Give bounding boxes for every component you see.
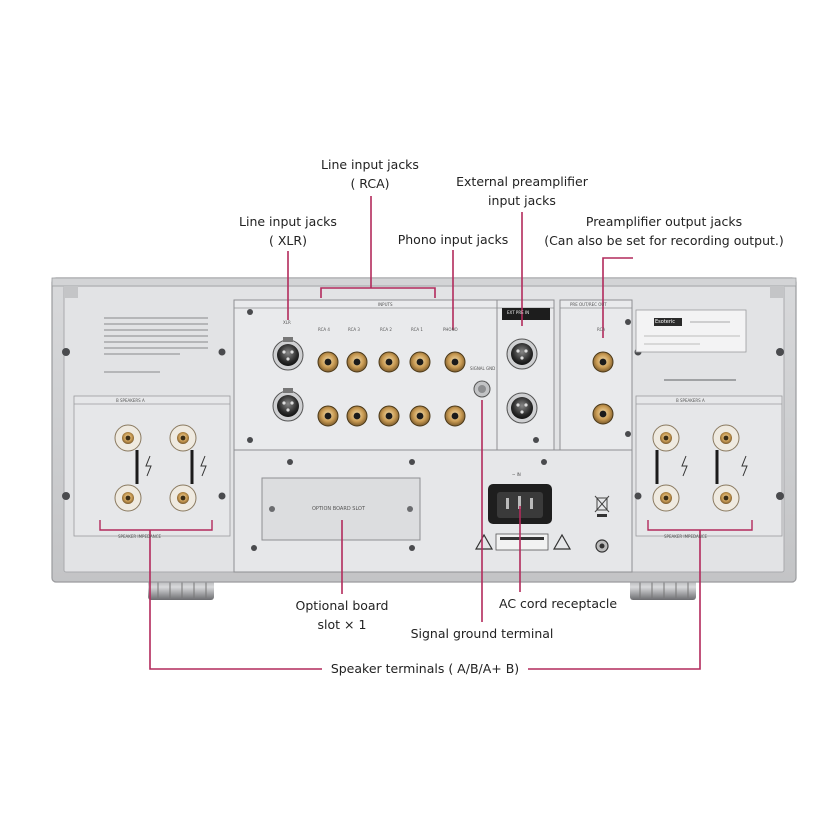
label-line-input-xlr-line1: Line input jacks	[239, 214, 337, 229]
panel-text-option-slot: OPTION BOARD SLOT	[312, 506, 366, 512]
panel-text-pre-out: PRE OUT/REC OUT	[570, 302, 607, 307]
panel-text-rca2: RCA 2	[380, 327, 392, 332]
ext-pre-xlr-r[interactable]	[506, 392, 538, 424]
label-optional-board: Optional board slot × 1	[272, 596, 412, 634]
pre-out-rca[interactable]	[592, 351, 614, 425]
panel-text-rca: RCA	[597, 327, 606, 332]
signal-ground-terminal[interactable]	[473, 380, 491, 398]
panel-text-phono: PHONO	[443, 327, 458, 332]
label-external-preamp-line1: External preamplifier	[456, 174, 588, 189]
label-external-preamp-line2: input jacks	[488, 193, 556, 208]
panel-text-impedance-right: SPEAKER IMPEDANCE	[664, 534, 708, 539]
panel-text-inputs: INPUTS	[378, 302, 393, 307]
panel-text-speakers-left: B SPEAKERS A	[116, 398, 145, 403]
label-preamp-output: Preamplifier output jacks (Can also be s…	[530, 212, 798, 250]
label-phono-input-line1: Phono input jacks	[397, 232, 509, 247]
panel-text-impedance-left: SPEAKER IMPEDANCE	[118, 534, 162, 539]
label-speaker-terminals-line1: Speaker terminals ( A/B/A+ B)	[330, 661, 520, 676]
rca-input-row-r[interactable]	[317, 405, 466, 427]
speaker-terminals-left[interactable]	[114, 424, 207, 512]
label-ac-cord-line1: AC cord receptacle	[498, 596, 618, 611]
panel-text-ac-in: ~ IN	[512, 472, 521, 477]
panel-text-speakers-right: B SPEAKERS A	[676, 398, 705, 403]
panel-text-rca4: RCA 4	[318, 327, 330, 332]
ac-inlet[interactable]	[488, 484, 552, 524]
label-optional-board-line1: Optional board	[295, 598, 389, 613]
caution-label	[474, 533, 572, 551]
chassis-screws	[62, 309, 784, 551]
panel-text-xlr: XLR	[283, 320, 291, 325]
label-phono-input: Phono input jacks	[382, 230, 524, 249]
label-preamp-output-line1: Preamplifier output jacks	[585, 214, 743, 229]
label-line-input-rca: Line input jacks ( RCA)	[290, 155, 450, 193]
pre-out-section	[559, 299, 633, 451]
label-line-input-rca-line2: ( RCA)	[350, 176, 390, 191]
speaker-terminals-right[interactable]	[652, 424, 748, 512]
panel-text-rca1: RCA 1	[411, 327, 423, 332]
brand-plate	[635, 309, 747, 381]
ground-screw	[595, 539, 609, 553]
xlr-input-r[interactable]	[272, 388, 304, 422]
label-signal-ground-line1: Signal ground terminal	[410, 626, 554, 641]
disposal-icon	[594, 495, 610, 517]
panel-text-rca3: RCA 3	[348, 327, 360, 332]
label-signal-ground: Signal ground terminal	[398, 624, 566, 643]
brand-logo-text: Esoteric	[655, 319, 676, 325]
label-line-input-rca-line1: Line input jacks	[321, 157, 419, 172]
speaker-section-left	[73, 395, 231, 537]
panel-text-ext-pre: EXT PRE IN	[507, 310, 530, 315]
label-line-input-xlr-line2: ( XLR)	[269, 233, 307, 248]
label-preamp-output-line2: (Can also be set for recording output.)	[544, 233, 784, 248]
label-line-input-xlr: Line input jacks ( XLR)	[208, 212, 368, 250]
xlr-input-l[interactable]	[272, 337, 304, 371]
speaker-section-right	[635, 395, 783, 537]
label-speaker-terminals: Speaker terminals ( A/B/A+ B)	[322, 659, 528, 678]
label-ac-cord: AC cord receptacle	[488, 594, 628, 613]
label-optional-board-line2: slot × 1	[317, 617, 367, 632]
label-external-preamp: External preamplifier input jacks	[432, 172, 612, 210]
rca-input-row-l[interactable]	[317, 351, 466, 373]
option-board-slot[interactable]	[261, 477, 421, 541]
fcc-notice	[104, 317, 208, 373]
leader-lines	[149, 196, 701, 670]
inputs-section	[233, 299, 555, 451]
panel-text-signal-gnd: SIGNAL GND	[470, 366, 496, 371]
ext-pre-xlr-l[interactable]	[502, 308, 550, 370]
